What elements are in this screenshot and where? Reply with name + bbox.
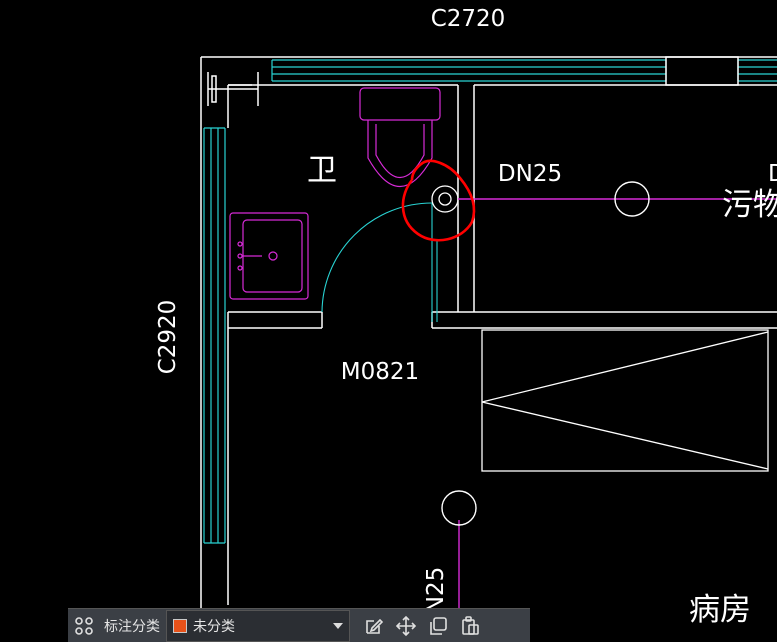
copy-icon[interactable] (422, 610, 454, 642)
annotation-toolbar: 标注分类 未分类 (68, 608, 530, 642)
window-top (271, 59, 777, 82)
edit-icon[interactable] (358, 610, 390, 642)
category-color-swatch (173, 618, 187, 633)
walls (200, 56, 777, 642)
pipe-circles (441, 181, 650, 526)
sink-fixture (229, 212, 309, 300)
floor-drain (431, 185, 459, 213)
grid-icon[interactable] (68, 610, 100, 642)
wall-segment-top (665, 56, 739, 86)
label-room-dirty: 污物 (722, 187, 777, 223)
label-pipe-horizontal: DN25 (498, 161, 562, 187)
label-window-left: C2920 (155, 300, 181, 375)
window-left (203, 127, 226, 544)
move-icon[interactable] (390, 610, 422, 642)
label-pipe-vertical: N25 (423, 567, 449, 613)
markup-circle[interactable] (401, 159, 476, 242)
pipes (458, 198, 777, 608)
label-edge-cut: D (768, 161, 777, 187)
corner-column-symbol (207, 72, 259, 106)
toilet-fixture (359, 87, 441, 187)
door (321, 202, 438, 322)
bed (481, 329, 769, 472)
chevron-down-icon (333, 622, 343, 629)
label-window-top: C2720 (431, 6, 506, 32)
category-value: 未分类 (193, 618, 235, 635)
category-select[interactable]: 未分类 (166, 609, 350, 642)
label-room-ward: 病房 (689, 592, 751, 628)
paste-icon[interactable] (454, 610, 486, 642)
label-door: M0821 (341, 359, 419, 385)
label-room-bathroom: 卫 (307, 153, 337, 188)
category-label: 标注分类 (104, 618, 160, 635)
